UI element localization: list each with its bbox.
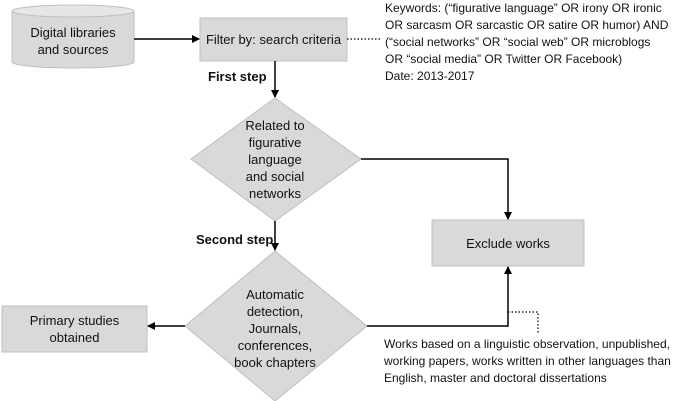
keywords-line: (“social networks” OR “social web” OR mi…	[385, 35, 651, 49]
decision2-diamond	[184, 250, 368, 401]
keywords-date: Date: 2013-2017	[385, 69, 475, 83]
source-database-shape	[11, 4, 135, 69]
second-step-label: Second step	[196, 232, 274, 247]
source-label: Digital libraries and sources	[30, 25, 116, 57]
keywords-line: Keywords: (“figurative language” OR iron…	[385, 1, 662, 15]
keywords-note: Keywords: (“figurative language” OR iron…	[385, 0, 681, 85]
first-step-label: First step	[208, 69, 267, 84]
primary-label: Primary studies obtained	[29, 313, 120, 345]
arrow-decision1-to-exclude	[361, 158, 512, 220]
keywords-line: OR sarcasm OR sarcastic OR satire OR hum…	[385, 18, 669, 32]
filter-label: Filter by: search criteria	[205, 32, 342, 47]
exclusion-dotted-connector	[508, 311, 539, 333]
arrow-decision2-to-exclude	[367, 266, 512, 327]
exclude-label: Exclude works	[466, 235, 550, 251]
keywords-line: OR “social media” OR Twitter OR Facebook…	[385, 52, 623, 66]
decision1-label: Related to figurative language and socia…	[245, 117, 305, 201]
decision2-label: Automatic detection, Journals, conferenc…	[234, 286, 316, 370]
exclusion-note: Works based on a linguistic observation,…	[384, 337, 671, 385]
primary-box	[1, 305, 148, 353]
